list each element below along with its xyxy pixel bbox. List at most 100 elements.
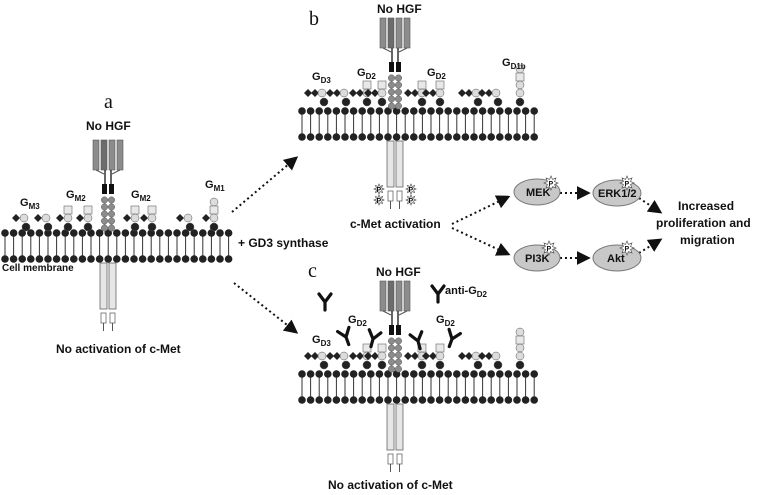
- sialic-acid-diamond: [311, 352, 319, 360]
- lipid-head: [121, 255, 130, 263]
- galnac-square: [377, 80, 387, 90]
- lipid-head: [461, 396, 470, 404]
- sialic-acid-diamond: [411, 352, 419, 360]
- panel-a-membrane: [1, 229, 233, 263]
- sugar-circle: [147, 222, 157, 232]
- lipid-head: [453, 370, 461, 378]
- lipid-head: [504, 107, 513, 115]
- lipid-head: [164, 229, 173, 237]
- antibody-arm: [317, 292, 333, 312]
- outcome-line-3: migration: [680, 233, 735, 247]
- lipid-head: [504, 133, 513, 141]
- lipid-head: [478, 133, 487, 141]
- lipid-head: [18, 255, 27, 263]
- lipid-head: [199, 255, 207, 263]
- sialic-acid-diamond: [364, 89, 372, 97]
- antibody-arm: [336, 325, 351, 347]
- lipid-head: [298, 370, 306, 378]
- lipid-head: [384, 107, 392, 115]
- panel-b-ganglioside-label-1: GD3: [312, 71, 331, 85]
- sialic-acid-diamond: [140, 214, 148, 222]
- cmet-bead: [395, 95, 402, 103]
- sialic-acid-diamond: [478, 89, 486, 97]
- cmet-ectodomain: [92, 139, 100, 171]
- lipid-head: [138, 229, 147, 237]
- phospho-burst: [405, 194, 417, 206]
- phospho-star-icon: P: [405, 194, 417, 206]
- cmet-ectodomain: [403, 17, 411, 49]
- lipid-head: [315, 370, 324, 378]
- lipid-head: [113, 229, 121, 237]
- lipid-head: [44, 229, 52, 237]
- sialic-acid-diamond: [422, 352, 430, 360]
- sugar-circle: [317, 88, 327, 98]
- cmet-tail: [396, 190, 403, 202]
- sugar-circle: [185, 222, 195, 232]
- lipid-head: [358, 370, 367, 378]
- cmet-ectodomain: [403, 280, 411, 312]
- cmet-linker: [398, 47, 408, 53]
- lipid-head: [130, 255, 138, 263]
- panel-b-ganglioside-label-2: GD2: [357, 67, 376, 81]
- sugar-circle: [515, 97, 525, 107]
- lipid-head: [487, 107, 496, 115]
- cmet-ectodomain: [395, 17, 403, 49]
- cmet-bead: [388, 102, 395, 110]
- panel-c-letter: c: [308, 260, 317, 282]
- sugar-circle: [183, 213, 193, 223]
- lipid-head: [410, 370, 418, 378]
- lipid-head: [181, 255, 190, 263]
- panel-b-receptor-label: No HGF: [377, 2, 422, 16]
- lipid-head: [87, 255, 95, 263]
- lipid-head: [341, 396, 349, 404]
- cmet-ectodomain: [387, 17, 395, 49]
- sugar-circle: [515, 88, 525, 98]
- sugar-circle: [377, 88, 387, 98]
- sialic-acid-diamond: [371, 89, 379, 97]
- sialic-acid-diamond: [485, 352, 493, 360]
- phospho-letter: P: [377, 187, 382, 194]
- lipid-head: [478, 370, 487, 378]
- sugar-circle: [209, 222, 219, 232]
- cmet-ectodomain: [387, 280, 395, 312]
- lipid-head: [487, 370, 496, 378]
- lipid-head: [367, 133, 375, 141]
- cmet-bead: [395, 337, 402, 345]
- lipid-head: [410, 133, 418, 141]
- cmet-bead: [395, 74, 402, 82]
- lipid-head: [478, 107, 487, 115]
- lipid-head: [513, 133, 521, 141]
- lipid-head: [156, 229, 164, 237]
- lipid-head: [384, 396, 392, 404]
- cmet-sema-block: [396, 62, 401, 72]
- lipid-head: [138, 255, 147, 263]
- lipid-head: [78, 229, 87, 237]
- lipid-head: [367, 370, 375, 378]
- lipid-head: [306, 107, 315, 115]
- cmet-kinase-domain: [386, 140, 395, 188]
- lipid-head: [470, 133, 478, 141]
- panel-a-letter: a: [104, 91, 113, 113]
- lipid-head: [427, 396, 435, 404]
- antibody-icon: [336, 325, 351, 347]
- cmet-bead: [101, 217, 108, 225]
- phospho-star-icon: P: [541, 240, 557, 256]
- phospho-burst: [619, 240, 635, 256]
- cmet-bead: [388, 351, 395, 359]
- lipid-head: [113, 255, 121, 263]
- phospho-burst: [373, 183, 385, 195]
- sialic-acid-diamond: [404, 352, 412, 360]
- lipid-head: [9, 229, 18, 237]
- sugar-circle: [362, 97, 372, 107]
- cmet-linker: [95, 169, 105, 175]
- cmet-bead: [395, 365, 402, 373]
- panel-b-ganglioside-label-3: GD2: [427, 67, 446, 81]
- lipid-head: [418, 107, 427, 115]
- panel-a-ganglioside-label-4: GM1: [205, 179, 225, 193]
- galnac-square: [130, 205, 140, 215]
- lipid-head: [306, 133, 315, 141]
- sugar-circle: [43, 222, 53, 232]
- lipid-head: [470, 396, 478, 404]
- lipid-head: [324, 370, 332, 378]
